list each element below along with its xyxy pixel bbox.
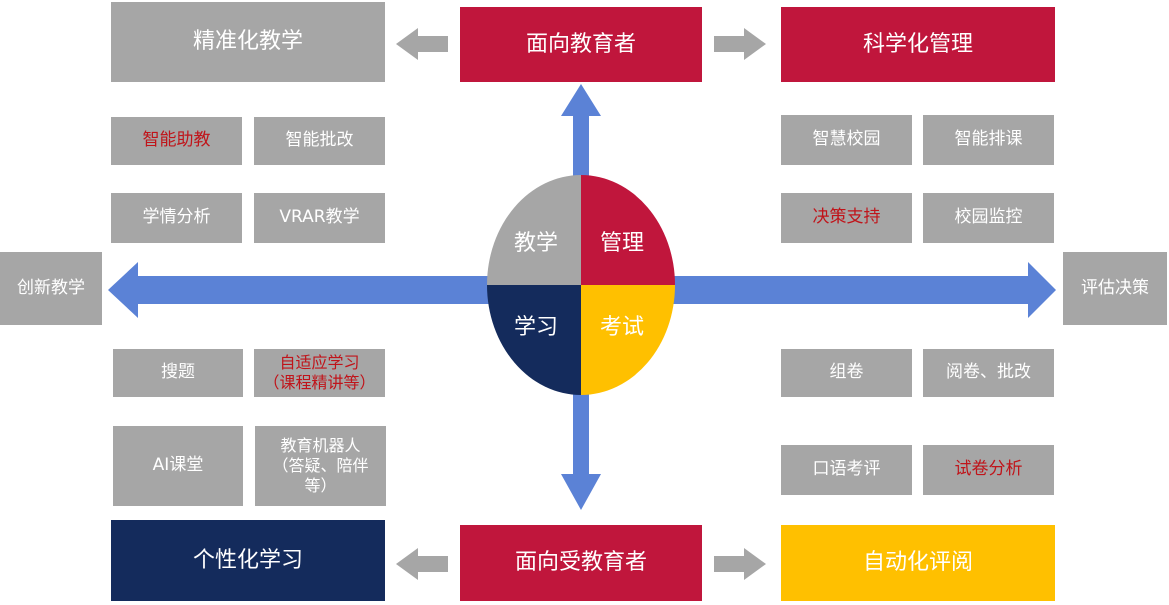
bottom-right-gray-arrow: [714, 548, 766, 580]
quadrant-learning-label: 学习: [514, 315, 558, 340]
quadrant-teaching-label: 教学: [514, 231, 558, 256]
learning-item-search: 搜题: [113, 349, 243, 397]
adaptive-line-1: 自适应学习: [279, 353, 360, 372]
management-item-smart-campus: 智慧校园: [781, 115, 912, 165]
exam-item-paper-analysis: 试卷分析: [923, 445, 1054, 495]
exam-item-oral: 口语考评: [781, 445, 912, 495]
management-item-campus-monitoring: 校园监控: [923, 193, 1054, 243]
teaching-item-smart-grading: 智能批改: [254, 117, 385, 165]
top-right-gray-arrow: [714, 28, 766, 60]
automated-grading-header: 自动化评阅: [781, 525, 1055, 601]
learning-item-robot: 教育机器人 （答疑、陪伴 等）: [255, 426, 386, 506]
learning-item-adaptive: 自适应学习 （课程精讲等）: [254, 349, 385, 397]
robot-line-3: 等）: [304, 476, 337, 495]
bottom-left-gray-arrow: [396, 548, 448, 580]
for-learners-header: 面向受教育者: [460, 525, 702, 601]
teaching-item-vrar: VRAR教学: [254, 193, 385, 243]
learning-item-ai-class: AI课堂: [113, 426, 243, 506]
innovative-teaching-side: 创新教学: [0, 252, 102, 325]
teaching-item-learning-analysis: 学情分析: [111, 193, 242, 243]
quadrant-exam-label: 考试: [600, 315, 644, 340]
exam-item-compose: 组卷: [781, 349, 912, 397]
quadrant-teaching: [487, 175, 581, 285]
management-item-decision-support: 决策支持: [781, 193, 912, 243]
quadrant-management: [581, 175, 675, 285]
teaching-item-smart-assistant: 智能助教: [111, 117, 242, 165]
scientific-management-header: 科学化管理: [781, 7, 1055, 82]
exam-item-grading: 阅卷、批改: [923, 349, 1054, 397]
for-educators-header: 面向教育者: [460, 7, 702, 82]
management-item-smart-scheduling: 智能排课: [923, 115, 1054, 165]
robot-line-2: （答疑、陪伴: [272, 456, 369, 475]
quadrant-learning: [487, 285, 581, 395]
quadrant-management-label: 管理: [600, 231, 644, 256]
robot-line-1: 教育机器人: [280, 436, 361, 455]
precision-teaching-header: 精准化教学: [111, 2, 385, 82]
quadrant-exam: [581, 285, 675, 395]
adaptive-line-2: （课程精讲等）: [263, 373, 376, 392]
evaluation-decision-side: 评估决策: [1063, 252, 1167, 325]
personalized-learning-header: 个性化学习: [111, 520, 385, 601]
top-left-gray-arrow: [396, 28, 448, 60]
